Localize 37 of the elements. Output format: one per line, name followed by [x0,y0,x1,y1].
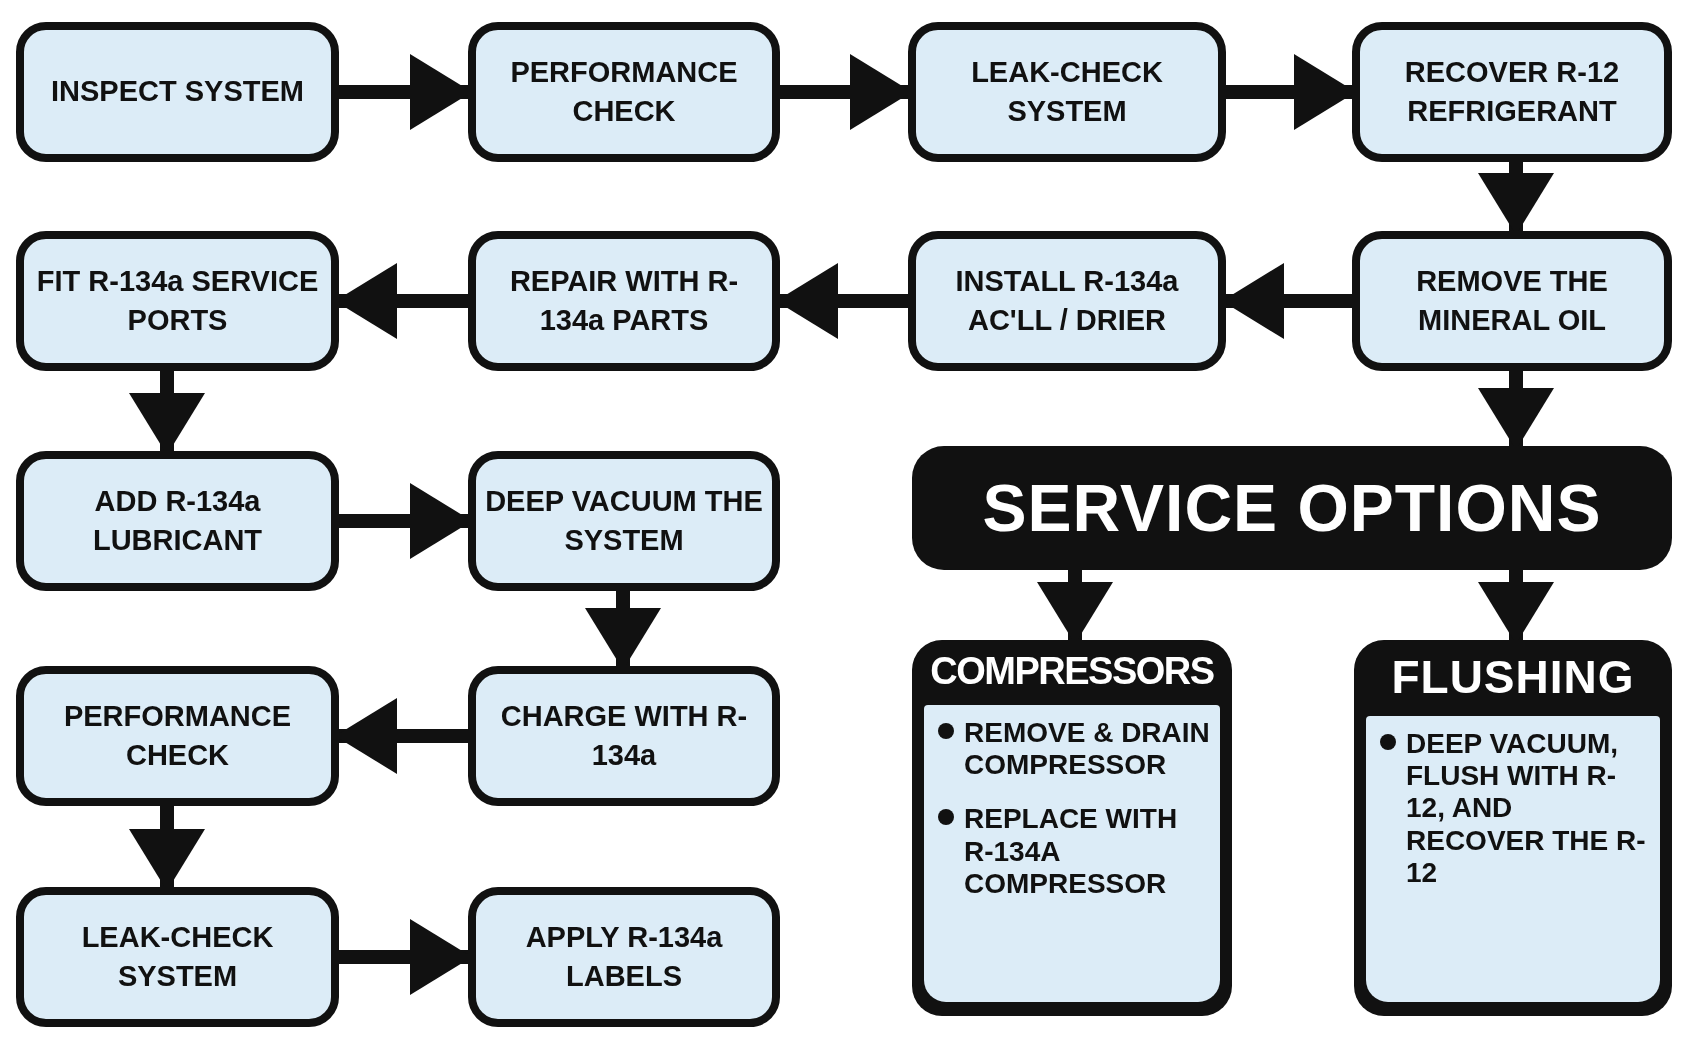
step-text: INSTALL R-134a AC'LL / DRIER [954,263,1180,338]
process-box [1352,231,1672,371]
step-text: ADD R-134a LUBRICANT [91,483,264,558]
banner-text: SERVICE OPTIONS [982,470,1602,546]
process-box [16,887,339,1027]
process-box [908,22,1226,162]
step-text: INSPECT SYSTEM [51,74,304,110]
heading-banner [912,446,1672,570]
step-text: LEAK-CHECK SYSTEM [970,54,1164,129]
step-text: RECOVER R-12 REFRIGERANT [1403,54,1621,129]
step-text: CHARGE WITH R-134a [499,698,749,773]
process-box [16,666,339,806]
step-text: PERFORMANCE CHECK [62,698,293,773]
bullet-text: REMOVE & DRAIN COMPRESSOR [964,717,1211,782]
step-text: LEAK-CHECK SYSTEM [80,919,275,994]
panel-heading: COMPRESSORS [929,649,1215,694]
process-box [16,231,339,371]
process-box [468,451,780,591]
process-box [908,231,1226,371]
process-box [468,887,780,1027]
step-text: REPAIR WITH R-134a PARTS [508,263,740,338]
bullet-text: DEEP VACUUM, FLUSH WITH R-12, AND RECOVER THE R-12 [1406,728,1647,889]
step-text: REMOVE THE MINERAL OIL [1415,263,1609,338]
process-box [16,451,339,591]
step-text: DEEP VACUUM THE SYSTEM [484,483,764,558]
step-text: FIT R-134a SERVICE PORTS [35,263,320,338]
step-text: APPLY R-134a LABELS [524,919,724,994]
process-box [468,231,780,371]
panel-heading: FLUSHING [1390,650,1636,705]
option-panel [1354,640,1672,1016]
process-box [1352,22,1672,162]
process-box [16,22,339,162]
option-panel [912,640,1232,1016]
process-box [468,666,780,806]
step-text: PERFORMANCE CHECK [509,54,739,129]
bullet-text: REPLACE WITH R-134A COMPRESSOR [964,803,1179,900]
process-box [468,22,780,162]
